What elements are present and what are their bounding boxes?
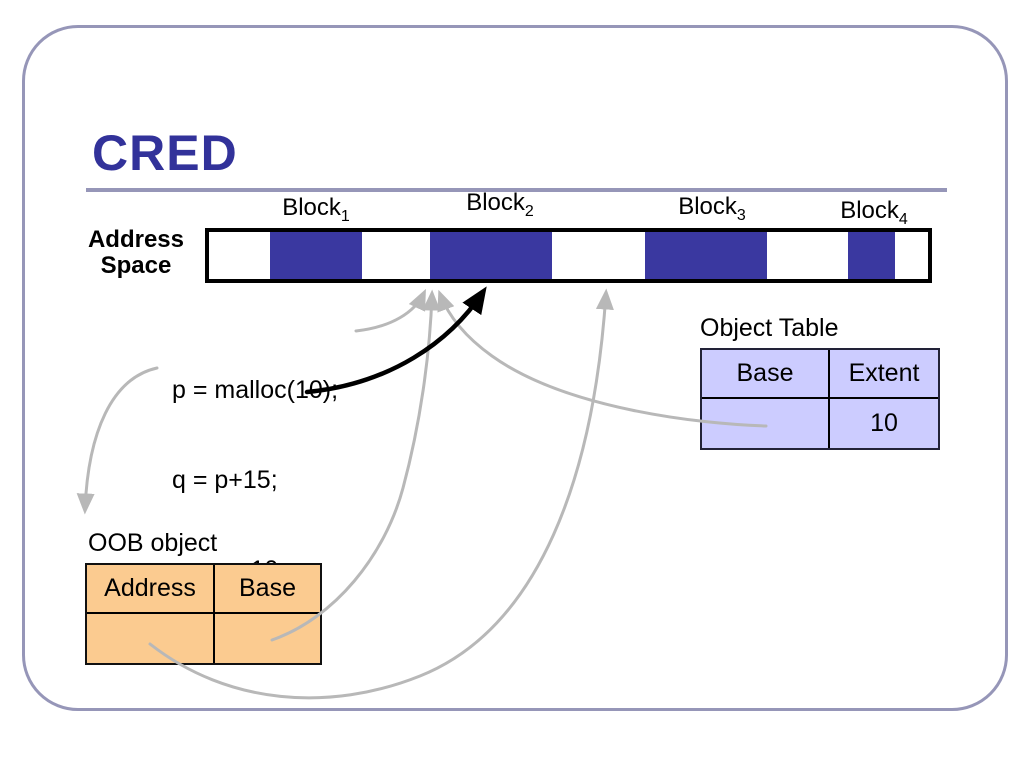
oob-object-table: Address Base <box>85 563 322 665</box>
object-table-cell-extent: 10 <box>870 409 898 437</box>
slide-rounded-border <box>22 25 1008 711</box>
block4-segment <box>848 232 895 279</box>
block2-label: Block2 <box>466 189 534 220</box>
block1-label: Block1 <box>282 194 350 225</box>
object-table: Base Extent 10 <box>700 348 940 450</box>
block3-segment <box>645 232 767 279</box>
object-table-cell-base <box>702 399 830 448</box>
address-space-bar <box>205 228 932 283</box>
oob-table-header-base: Base <box>215 565 320 614</box>
title-underline <box>86 188 947 192</box>
oob-table-header-address: Address <box>87 565 215 614</box>
slide-title: CRED <box>92 125 238 181</box>
block3-label: Block3 <box>678 193 746 224</box>
address-space-line2: Space <box>100 252 172 279</box>
code-line-q: q = p+15; <box>172 466 278 494</box>
block1-segment <box>270 232 362 279</box>
block4-label: Block4 <box>840 197 908 228</box>
oob-object-title: OOB object <box>88 529 218 557</box>
address-space-line1: Address <box>87 226 185 253</box>
object-table-header-base: Base <box>702 350 830 399</box>
oob-table-cell-base <box>215 614 320 663</box>
object-table-title: Object Table <box>700 314 839 342</box>
block2-segment <box>430 232 552 279</box>
address-space-label: Address Space <box>80 227 192 279</box>
oob-table-cell-address <box>87 614 215 663</box>
object-table-header-extent: Extent <box>830 350 938 399</box>
code-line-p: p = malloc(10); <box>172 376 339 404</box>
